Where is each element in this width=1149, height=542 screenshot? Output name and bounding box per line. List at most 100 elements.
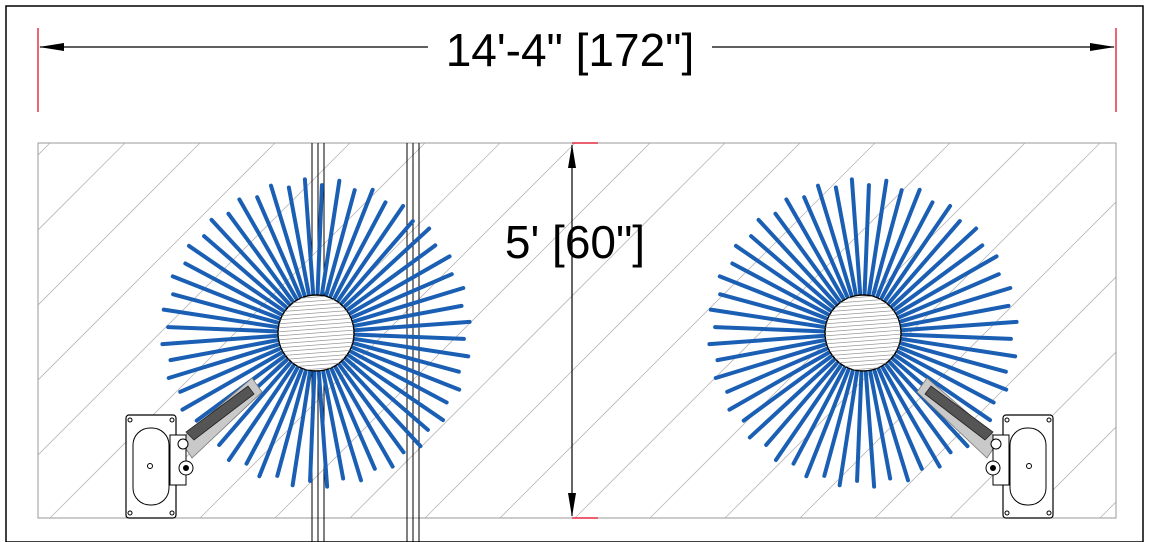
bristle [170, 274, 281, 321]
bristle [161, 307, 279, 329]
bristle [871, 188, 904, 297]
bristle [346, 243, 438, 312]
bristle [749, 234, 835, 309]
bristle [337, 363, 406, 455]
bristle [349, 349, 449, 405]
bristle [343, 226, 432, 308]
bristle [350, 272, 454, 320]
bristle [879, 200, 935, 300]
bristle [890, 226, 979, 308]
bristle [727, 350, 831, 412]
bristle [887, 219, 962, 305]
bristle [183, 261, 283, 317]
bristle [336, 203, 406, 303]
bristle [883, 203, 953, 303]
bristle [346, 353, 446, 423]
bristle [868, 370, 893, 481]
bristle [166, 325, 279, 334]
bristle [160, 333, 279, 347]
bristle [884, 363, 953, 455]
bristle [315, 183, 324, 296]
width-dimension-label: 14'-4" [172"] [446, 24, 695, 76]
bristle [773, 363, 843, 463]
bristle [899, 285, 1013, 324]
bristle [352, 285, 466, 324]
bristle [302, 177, 316, 296]
bristle [717, 274, 828, 321]
bristle [888, 360, 970, 449]
bristle [822, 369, 855, 478]
bristle [353, 332, 466, 341]
bristle [713, 325, 826, 334]
bristle [899, 341, 1008, 374]
bristle [747, 358, 836, 440]
bristle [268, 183, 307, 297]
bristle [340, 219, 415, 305]
bristle [353, 337, 471, 359]
bristle [344, 357, 430, 432]
bristle [708, 307, 826, 329]
bristle [837, 370, 859, 488]
mount-right [916, 377, 1054, 519]
bristle [876, 367, 924, 471]
bristle [893, 353, 993, 423]
bristle [321, 370, 346, 481]
bristle [166, 342, 280, 381]
bristle [896, 349, 996, 405]
bristle [328, 187, 375, 298]
bristle [286, 185, 311, 296]
width-dimension: 14'-4" [172"] [37, 18, 1117, 112]
bristle [773, 211, 842, 303]
bristle [802, 195, 850, 299]
bristle [186, 243, 286, 313]
bristle [898, 345, 1009, 392]
bristle [880, 365, 942, 469]
bristle [715, 338, 826, 363]
bristle [897, 272, 1001, 320]
bristle [348, 254, 452, 316]
bristle [255, 195, 303, 299]
bristle [875, 187, 922, 298]
bristle [324, 188, 357, 297]
bristle [217, 361, 292, 447]
bristle [325, 369, 364, 483]
bristle [332, 200, 388, 300]
bristle [226, 211, 295, 303]
bristle [275, 369, 308, 478]
mount-left [125, 377, 263, 519]
drawing-border [5, 5, 1144, 542]
bristle [895, 254, 999, 316]
bristle [867, 178, 889, 296]
bristle [237, 197, 299, 301]
bristle [784, 197, 846, 301]
bristle [863, 370, 877, 489]
bristle [804, 368, 851, 479]
bristle [815, 183, 854, 297]
bristle [202, 234, 288, 309]
bristle [244, 366, 300, 466]
bristle [209, 217, 291, 306]
brush-right [707, 177, 1019, 489]
bristle [900, 337, 1018, 359]
bristle [226, 363, 296, 463]
bristle [352, 341, 461, 374]
bristle [333, 365, 395, 469]
bristles [707, 177, 1019, 489]
height-dimension-label: 5' [60"] [505, 216, 645, 268]
bristle [351, 345, 462, 392]
bristle [168, 338, 279, 363]
bristle [733, 243, 833, 313]
bristle [718, 292, 827, 325]
bristle [290, 370, 312, 488]
bristle [855, 370, 864, 483]
height-dimension: 5' [60"] [505, 142, 645, 519]
bristle [308, 370, 317, 483]
bristle [316, 370, 330, 489]
bristle [833, 185, 858, 296]
bristle [713, 342, 827, 381]
bristle [341, 360, 423, 449]
bristles [160, 177, 472, 489]
bristle [849, 177, 863, 296]
bristle [900, 332, 1013, 341]
